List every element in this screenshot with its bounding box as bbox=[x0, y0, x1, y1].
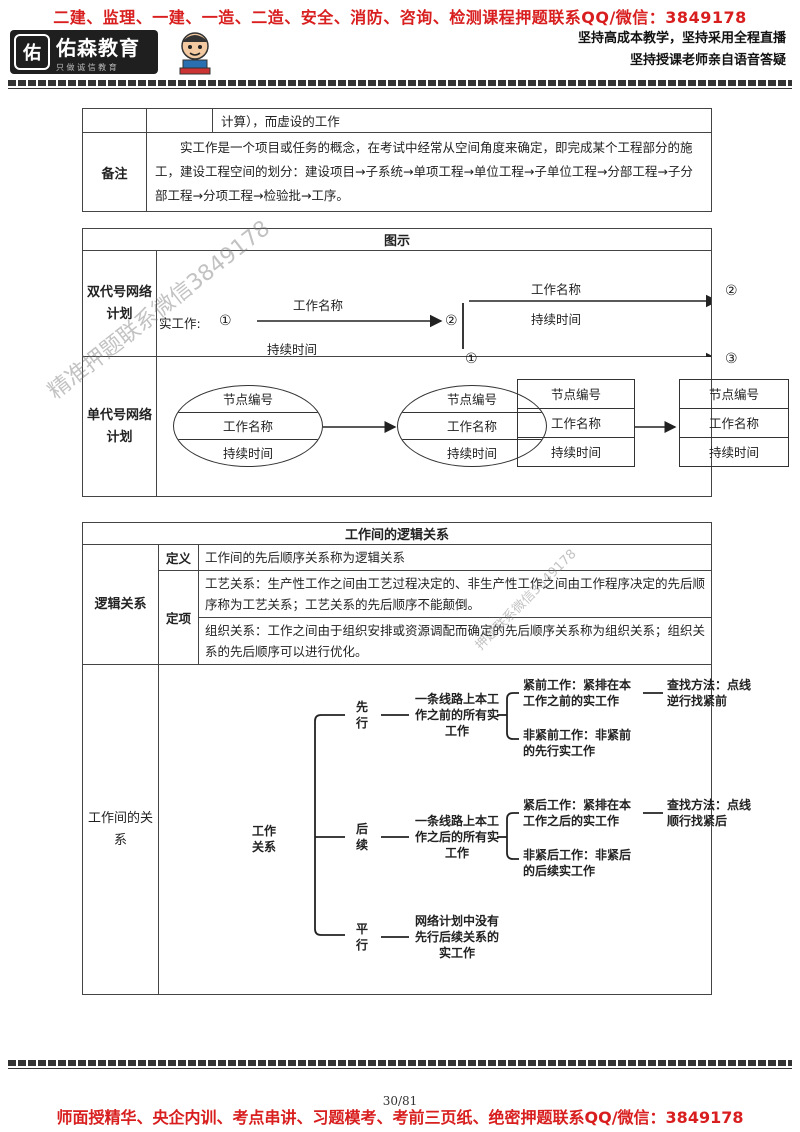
node-work-name: 工作名称 bbox=[174, 413, 322, 440]
tree-post: 后续 bbox=[355, 822, 368, 852]
slogans: 坚持高成本教学，坚持采用全程直播 坚持授课老师亲自语音答疑 bbox=[578, 28, 786, 72]
slogan-1: 坚持高成本教学，坚持采用全程直播 bbox=[577, 31, 786, 46]
page-number: 30/81 bbox=[382, 1094, 418, 1108]
tree-root: 工作关系 bbox=[251, 824, 276, 854]
tree-post-find: 查找方法：点线顺行找紧后 bbox=[667, 798, 752, 828]
node-duration: 持续时间 bbox=[446, 446, 497, 461]
tech-relation-text: 工艺关系：生产性工作之间由工艺过程决定的、非生产性工作之间由工作程序决定的先后顺… bbox=[198, 570, 712, 618]
double-node-2: ② bbox=[445, 313, 458, 329]
double-work-name-1: 工作名称 bbox=[293, 298, 344, 313]
remarks-table: 计算），而虚设的工作 备注 实工作是一个项目或任务的概念，在考试中经常从空间角度… bbox=[82, 108, 712, 212]
double-work-name-2: 工作名称 bbox=[531, 282, 582, 297]
remarks-continued-text: 计算），而虚设的工作 bbox=[212, 108, 712, 133]
node-number: 节点编号 bbox=[680, 380, 788, 409]
single-code-arrows bbox=[323, 421, 677, 433]
tree-pre-immediate: 紧前工作：紧排在本工作之前的实工作 bbox=[523, 678, 632, 708]
double-code-diagram: 实工作: ① 工作名称 持续时间 ② 工作名称 持续时间 ① ② ③ bbox=[156, 250, 738, 367]
single-circle-node-2: 节点编号 工作名称 持续时间 bbox=[397, 385, 547, 467]
footer-divider-thin bbox=[8, 1068, 792, 1069]
real-work-label: 实工作: bbox=[159, 316, 201, 331]
double-node-3: ③ bbox=[725, 351, 738, 367]
bottom-contact-banner: 师面授精华、央企内训、考点串讲、习题模考、考前三页纸、绝密押题联系QQ/微信：3… bbox=[56, 1108, 744, 1127]
header-divider bbox=[8, 80, 792, 86]
logic-relation-table: 工作间的逻辑关系 逻辑关系 定义 工作间的先后顺序关系称为逻辑关系 定项 工艺关… bbox=[82, 522, 751, 995]
single-code-diagram: 节点编号 工作名称 持续时间 节点编号 工作名称 持续时间 节点编号 工作名称 … bbox=[156, 356, 789, 497]
double-duration-1: 持续时间 bbox=[267, 342, 318, 357]
tree-pre-find: 查找方法：点线逆行找紧前 bbox=[667, 678, 752, 708]
node-duration: 持续时间 bbox=[222, 446, 273, 461]
node-duration: 持续时间 bbox=[708, 445, 759, 460]
remarks-text: 实工作是一个项目或任务的概念，在考试中经常从空间角度来确定，即完成某个工程部分的… bbox=[146, 132, 712, 212]
tree-parallel: 平行 bbox=[355, 922, 368, 952]
footer-divider bbox=[8, 1060, 792, 1066]
diagram-table-head: 图示 bbox=[82, 228, 712, 251]
logo-subtitle: 只 做 诚 信 教 育 bbox=[56, 62, 117, 72]
logo-name: 佑森教育 bbox=[56, 35, 140, 60]
relation-label: 工作间的关系 bbox=[82, 664, 159, 995]
tree-post-immediate: 紧后工作：紧排在本工作之后的实工作 bbox=[523, 798, 632, 828]
header-divider-thin bbox=[8, 88, 792, 89]
slogan-2: 坚持授课老师亲自语音答疑 bbox=[629, 53, 786, 68]
diagram-table: 图示 双代号网络计划 实工作: ① 工作名称 持续时间 ② 工作名称 bbox=[82, 228, 789, 497]
tree-post-desc: 一条线路上本工作之后的所有实工作 bbox=[415, 814, 500, 860]
node-work-name: 工作名称 bbox=[680, 409, 788, 438]
mascot-icon bbox=[179, 32, 211, 75]
double-node-2b: ② bbox=[725, 283, 738, 299]
node-work-name: 工作名称 bbox=[398, 413, 546, 440]
node-number: 节点编号 bbox=[398, 386, 546, 413]
org-relation-text: 组织关系：工作之间由于组织安排或资源调配而确定的先后顺序关系称为组织关系；组织关… bbox=[198, 617, 712, 665]
double-code-label: 双代号网络计划 bbox=[82, 250, 157, 357]
logic-table-head: 工作间的逻辑关系 bbox=[82, 522, 712, 545]
tree-post-nonimmediate: 非紧后工作：非紧后的后续实工作 bbox=[523, 848, 632, 878]
tree-pre-nonimmediate: 非紧前工作：非紧前的先行实工作 bbox=[523, 728, 632, 758]
definition-label: 定义 bbox=[158, 544, 199, 571]
node-number: 节点编号 bbox=[518, 380, 634, 409]
single-circle-node-1: 节点编号 工作名称 持续时间 bbox=[173, 385, 323, 467]
definition-text: 工作间的先后顺序关系称为逻辑关系 bbox=[198, 544, 712, 571]
single-code-label: 单代号网络计划 bbox=[82, 356, 157, 497]
single-rect-node-2: 节点编号 工作名称 持续时间 bbox=[679, 379, 789, 467]
tree-pre-desc: 一条线路上本工作之前的所有实工作 bbox=[415, 692, 500, 738]
item-label: 定项 bbox=[158, 570, 199, 665]
node-number: 节点编号 bbox=[174, 386, 322, 413]
tree-parallel-desc: 网络计划中没有先行后续关系的实工作 bbox=[415, 914, 500, 960]
logic-label: 逻辑关系 bbox=[82, 544, 159, 665]
node-duration: 持续时间 bbox=[550, 445, 601, 460]
tree-lines bbox=[314, 692, 663, 938]
double-code-arrows bbox=[257, 294, 711, 357]
company-logo: 佑 佑森教育 只 做 诚 信 教 育 bbox=[10, 30, 158, 74]
logo-mark: 佑 bbox=[14, 34, 50, 70]
work-relation-tree: 工作关系 先行 一条线路上本工作之前的所有实工作 紧前工作：紧排在本工作之前的实… bbox=[158, 664, 751, 995]
single-rect-node-1: 节点编号 工作名称 持续时间 bbox=[517, 379, 635, 467]
double-duration-2: 持续时间 bbox=[531, 312, 582, 327]
node-work-name: 工作名称 bbox=[518, 409, 634, 438]
top-contact-banner: 二建、监理、一建、一造、二造、安全、消防、咨询、检测课程押题联系QQ/微信：38… bbox=[53, 8, 747, 27]
tree-pre: 先行 bbox=[355, 700, 368, 730]
remarks-label: 备注 bbox=[82, 132, 147, 212]
double-node-1: ① bbox=[219, 313, 232, 329]
